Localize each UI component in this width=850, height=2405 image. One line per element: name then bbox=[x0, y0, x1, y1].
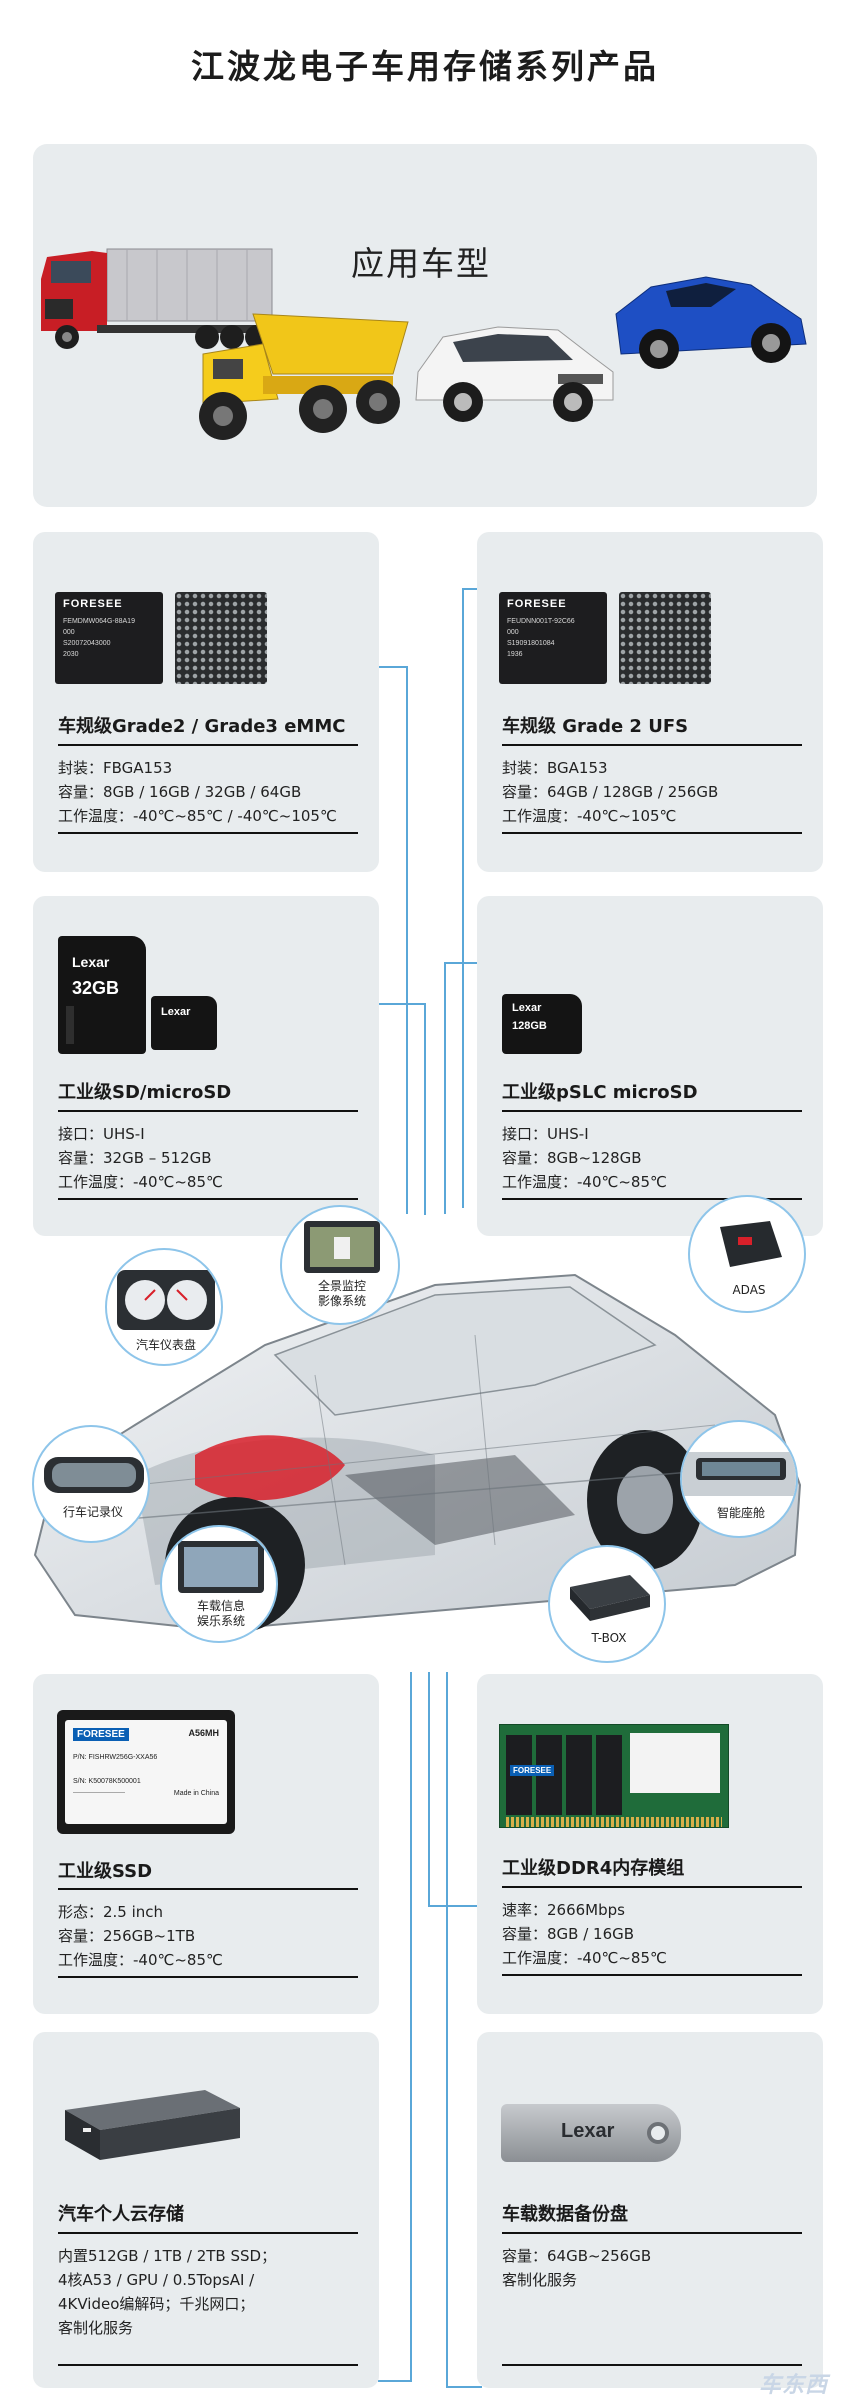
product-name: 车规级 Grade 2 UFS bbox=[502, 716, 689, 737]
product-specs: 封装：BGA153 容量：64GB / 128GB / 256GB 工作温度：-… bbox=[502, 759, 719, 825]
monitor-icon bbox=[304, 1221, 380, 1273]
divider bbox=[502, 2364, 802, 2366]
emmc-chip-photo: FORESEE FEMDMW064G-88A19 000 S2007204300… bbox=[55, 592, 267, 692]
divider bbox=[58, 1110, 358, 1112]
product-name: 工业级pSLC microSD bbox=[502, 1082, 698, 1103]
rearview-mirror-icon bbox=[44, 1457, 144, 1493]
product-card-pslc: Lexar 128GB 工业级pSLC microSD 接口：UHS-I 容量：… bbox=[477, 896, 823, 1236]
divider bbox=[502, 832, 802, 834]
ufs-chip-photo: FORESEE FEUDNN001T-92C66 000 S1909180108… bbox=[499, 592, 711, 692]
infotainment-bubble: 车载信息 娱乐系统 bbox=[160, 1525, 278, 1643]
divider bbox=[58, 2364, 358, 2366]
ddr4-module-photo: FORESEE bbox=[499, 1724, 729, 1828]
suv-illustration bbox=[415, 326, 614, 422]
product-card-ssd: FORESEE A56MH P/N: FISHRW256G-XXA56 S/N:… bbox=[33, 1674, 379, 2014]
connector-line bbox=[378, 666, 408, 1214]
divider bbox=[58, 1888, 358, 1890]
bubble-label: 行车记录仪 bbox=[62, 1505, 123, 1519]
bubble-label: T-BOX bbox=[591, 1631, 627, 1645]
product-name: 工业级SD/microSD bbox=[58, 1082, 232, 1103]
product-card-cloud: 汽车个人云存储 内置512GB / 1TB / 2TB SSD； 4核A53 /… bbox=[33, 2032, 379, 2388]
screen-icon bbox=[178, 1541, 264, 1593]
product-card-sd: Lexar 32GB Lexar 工业级SD/microSD 接口：UHS-I … bbox=[33, 896, 379, 1236]
bubble-label: 车载信息 娱乐系统 bbox=[196, 1599, 245, 1628]
divider bbox=[58, 1976, 358, 1978]
ssd-photo: FORESEE A56MH P/N: FISHRW256G-XXA56 S/N:… bbox=[57, 1710, 235, 1834]
bubble-label: 汽车仪表盘 bbox=[135, 1338, 196, 1352]
product-card-ufs: FORESEE FEUDNN001T-92C66 000 S1909180108… bbox=[477, 532, 823, 872]
pslc-microsd-photo: Lexar 128GB bbox=[502, 994, 582, 1054]
connector-line bbox=[446, 1672, 482, 2388]
surround-view-bubble: 全景监控 影像系统 bbox=[280, 1205, 400, 1325]
connector-line bbox=[428, 1672, 482, 1907]
connector-line bbox=[444, 962, 482, 1214]
bubble-label: 全景监控 影像系统 bbox=[317, 1279, 366, 1308]
dashboard-bubble: 汽车仪表盘 bbox=[105, 1248, 223, 1366]
cloud-storage-device-photo bbox=[65, 2090, 240, 2160]
product-specs: 接口：UHS-I 容量：8GB~128GB 工作温度：-40℃~85℃ bbox=[502, 1125, 667, 1191]
vehicle-types-label: 应用车型 bbox=[351, 244, 491, 283]
vehicle-application-diagram: 汽车仪表盘 全景监控 影像系统 ADAS 行车记录仪 bbox=[0, 1195, 850, 1670]
tbox-device-icon bbox=[570, 1575, 650, 1621]
product-card-emmc: FORESEE FEMDMW064G-88A19 000 S2007204300… bbox=[33, 532, 379, 872]
bga-ball-grid bbox=[175, 592, 267, 684]
product-specs: 接口：UHS-I 容量：32GB – 512GB 工作温度：-40℃~85℃ bbox=[58, 1125, 223, 1191]
certification-marks bbox=[73, 1792, 125, 1804]
adas-module-icon bbox=[720, 1221, 782, 1267]
connector-line bbox=[410, 1672, 412, 2382]
product-name: 车载数据备份盘 bbox=[502, 2204, 628, 2225]
dashcam-bubble: 行车记录仪 bbox=[32, 1425, 150, 1543]
adas-bubble: ADAS bbox=[688, 1195, 806, 1313]
bubble-label: ADAS bbox=[732, 1283, 766, 1297]
product-specs: 形态：2.5 inch 容量：256GB~1TB 工作温度：-40℃~85℃ bbox=[58, 1903, 223, 1969]
product-name: 工业级SSD bbox=[58, 1861, 153, 1882]
connector-line bbox=[462, 588, 482, 1208]
connector-line bbox=[378, 2380, 410, 2382]
divider bbox=[502, 1886, 802, 1888]
microsd-card-photo: Lexar bbox=[151, 996, 217, 1050]
tbox-bubble: T-BOX bbox=[548, 1545, 666, 1663]
sports-car-illustration bbox=[615, 276, 807, 369]
product-name: 车规级Grade2 / Grade3 eMMC bbox=[58, 716, 346, 737]
vehicle-types-panel: 应用车型 bbox=[33, 144, 817, 507]
product-name: 汽车个人云存储 bbox=[58, 2204, 184, 2225]
usb-drive-photo: Lexar bbox=[501, 2104, 681, 2162]
product-specs: 内置512GB / 1TB / 2TB SSD； 4核A53 / GPU / 0… bbox=[58, 2247, 277, 2337]
sd-card-photo: Lexar 32GB bbox=[58, 936, 146, 1054]
divider bbox=[502, 744, 802, 746]
page-title: 江波龙电子车用存储系列产品 bbox=[191, 47, 659, 86]
divider bbox=[502, 1110, 802, 1112]
cockpit-bubble: 智能座舱 bbox=[680, 1420, 798, 1538]
watermark: 车东西 bbox=[758, 2373, 828, 2398]
divider bbox=[58, 744, 358, 746]
divider bbox=[502, 2232, 802, 2234]
divider bbox=[502, 1974, 802, 1976]
bga-ball-grid bbox=[619, 592, 711, 684]
product-specs: 封装：FBGA153 容量：8GB / 16GB / 32GB / 64GB 工… bbox=[58, 759, 337, 825]
gold-contacts bbox=[506, 1817, 722, 1827]
divider bbox=[58, 1198, 358, 1200]
bubble-label: 智能座舱 bbox=[716, 1506, 765, 1520]
connector-line bbox=[378, 1003, 426, 1215]
product-card-usb: Lexar 车载数据备份盘 容量：64GB~256GB 客制化服务 bbox=[477, 2032, 823, 2388]
divider bbox=[58, 832, 358, 834]
divider bbox=[58, 2232, 358, 2234]
product-specs: 速率：2666Mbps 容量：8GB / 16GB 工作温度：-40℃~85℃ bbox=[502, 1901, 667, 1967]
cockpit-icon bbox=[682, 1452, 796, 1496]
divider bbox=[502, 1198, 802, 1200]
module-label bbox=[630, 1733, 720, 1793]
dump-truck-illustration bbox=[199, 313, 409, 440]
gauge-icon bbox=[117, 1270, 215, 1330]
product-name: 工业级DDR4内存模组 bbox=[502, 1858, 685, 1879]
product-specs: 容量：64GB~256GB 客制化服务 bbox=[502, 2247, 652, 2289]
product-card-ddr4: FORESEE 工业级DDR4内存模组 速率：2666Mbps 容量：8GB /… bbox=[477, 1674, 823, 2014]
